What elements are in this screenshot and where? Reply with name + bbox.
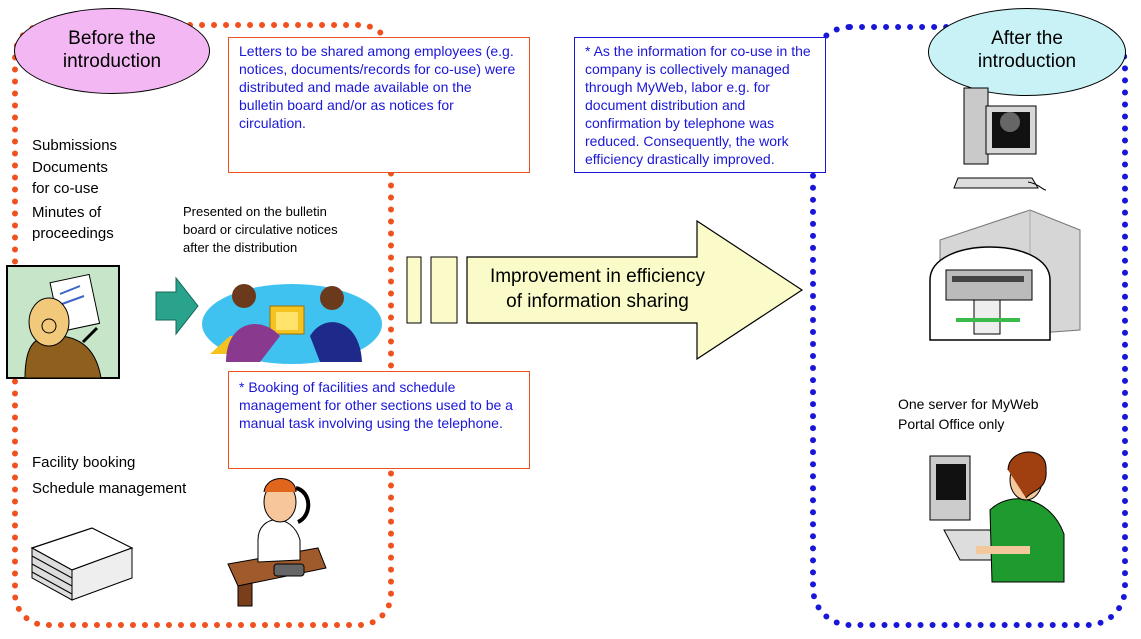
note-info-managed: * As the information for co-use in the c… bbox=[574, 37, 826, 173]
label-facility-booking: Facility booking bbox=[32, 454, 136, 471]
bulletin-caption: Presented on the bulletin board or circu… bbox=[183, 204, 338, 255]
people-exchange-icon bbox=[202, 284, 382, 364]
label-submissions: Submissions bbox=[32, 137, 118, 154]
operator-at-computer-icon bbox=[929, 451, 1065, 583]
server-caption: One server for MyWeb Portal Office only bbox=[898, 396, 1039, 432]
label-documents-co-use: Documents for co-use bbox=[32, 159, 108, 197]
paper-stack-icon bbox=[30, 527, 134, 601]
person-writing-icon bbox=[6, 265, 120, 379]
small-arrow-icon bbox=[155, 276, 199, 336]
note-letters: Letters to be shared among employees (e.… bbox=[228, 37, 530, 173]
after-title-oval: After the introduction bbox=[928, 8, 1126, 96]
server-building-icon bbox=[929, 209, 1081, 341]
label-schedule-management: Schedule management bbox=[32, 480, 187, 497]
computer-icon bbox=[953, 87, 1047, 191]
person-telephone-icon bbox=[227, 478, 327, 607]
note-booking: * Booking of facilities and schedule man… bbox=[228, 371, 530, 469]
arrow-label: Improvement in efficiency of information… bbox=[489, 266, 706, 312]
label-minutes: Minutes of proceedings bbox=[32, 204, 114, 242]
before-title-oval: Before the introduction bbox=[14, 8, 210, 94]
